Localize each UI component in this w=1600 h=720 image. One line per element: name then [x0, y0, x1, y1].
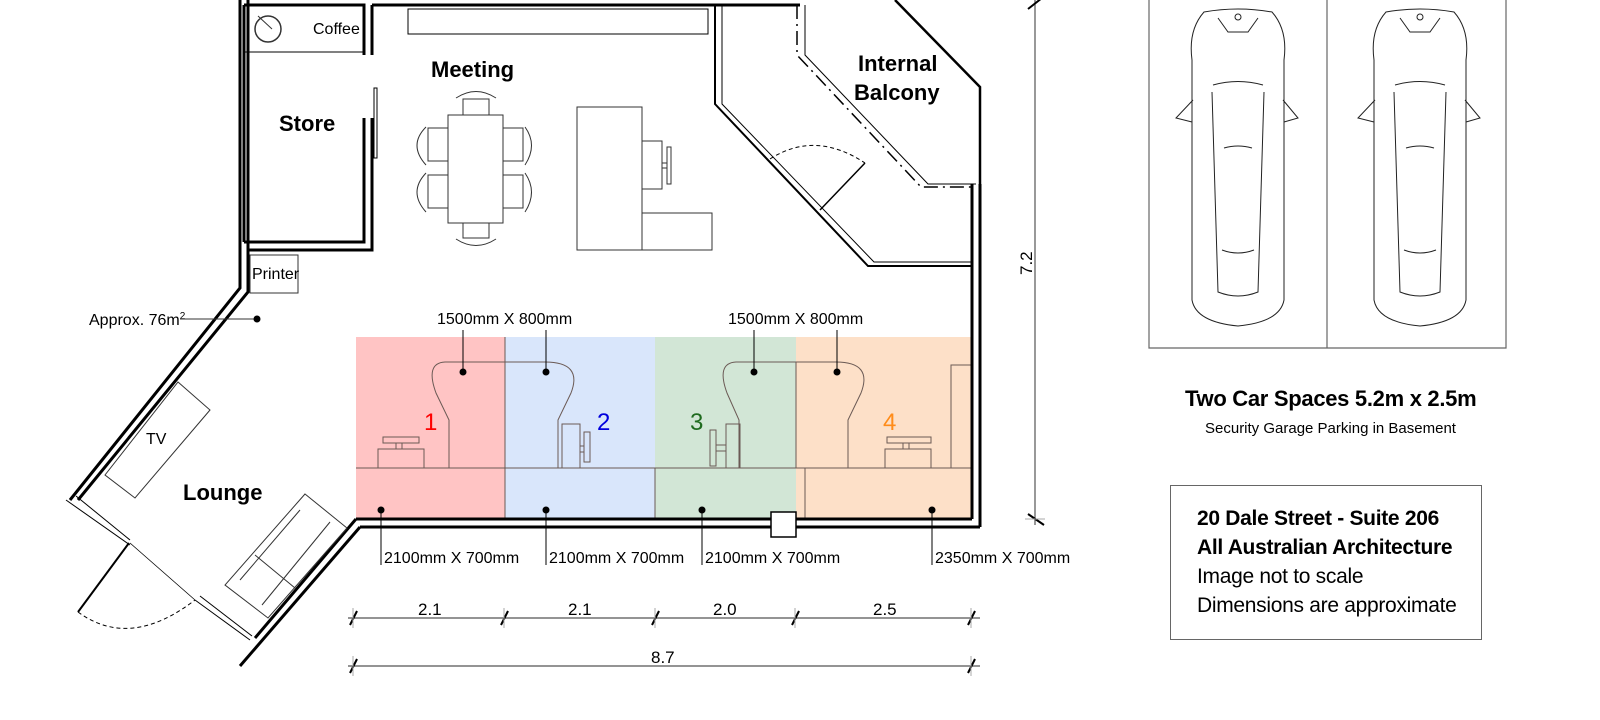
- car-icon-1: [1175, 8, 1299, 327]
- room-label-store: Store: [279, 111, 335, 136]
- info-scale-note: Image not to scale: [1197, 565, 1364, 588]
- info-company: All Australian Architecture: [1197, 536, 1453, 559]
- callout-leaders: [380, 330, 933, 565]
- dimension-total-width: 8.7: [651, 648, 675, 667]
- desk-zone-1[interactable]: [356, 337, 505, 519]
- furniture: [104, 15, 713, 619]
- room-label-coffee: Coffee: [313, 21, 360, 38]
- room-label-balcony-2: Balcony: [854, 80, 940, 105]
- desk-number-3: 3: [690, 409, 703, 436]
- walls: [65, 0, 982, 667]
- printer-box: [249, 254, 299, 294]
- dimension-ticks: [349, 0, 1045, 674]
- desk-zone-4[interactable]: [796, 337, 972, 519]
- sink-icon: [254, 15, 282, 43]
- tv-unit: [104, 381, 211, 499]
- info-address: 20 Dale Street - Suite 206: [1197, 507, 1439, 530]
- desk-furniture: [356, 337, 973, 519]
- sofa: [224, 493, 348, 619]
- desk-size-top-left: 1500mm X 800mm: [437, 311, 572, 328]
- desk-size-bottom-1: 2100mm X 700mm: [384, 550, 519, 567]
- room-label-tv: TV: [146, 431, 167, 448]
- desk-size-bottom-4: 2350mm X 700mm: [935, 550, 1070, 567]
- desk-number-4: 4: [883, 409, 896, 436]
- desk-size-bottom-2: 2100mm X 700mm: [549, 550, 684, 567]
- parking-subtitle: Security Garage Parking in Basement: [1205, 420, 1456, 437]
- parking-title: Two Car Spaces 5.2m x 2.5m: [1185, 386, 1477, 411]
- area-label: Approx. 76m2: [89, 311, 186, 329]
- desk-size-bottom-3: 2100mm X 700mm: [705, 550, 840, 567]
- info-dimensions-note: Dimensions are approximate: [1197, 594, 1457, 617]
- room-label-balcony-1: Internal: [858, 51, 937, 76]
- info-box: 20 Dale Street - Suite 206 All Australia…: [1170, 485, 1482, 640]
- desk-number-1: 1: [424, 409, 437, 436]
- car-icon-2: [1357, 8, 1481, 327]
- dimension-segment-1: 2.1: [418, 600, 442, 619]
- dimension-segment-2: 2.1: [568, 600, 592, 619]
- room-label-lounge: Lounge: [183, 480, 262, 505]
- desk-zones: [356, 337, 972, 519]
- desk-number-2: 2: [597, 409, 610, 436]
- dimension-lines: [348, 0, 1036, 667]
- meeting-table: [447, 114, 504, 224]
- dimension-segment-3: 2.0: [713, 600, 737, 619]
- parking-area: [1148, 0, 1507, 349]
- room-label-printer: Printer: [252, 266, 300, 283]
- desk-size-top-right: 1500mm X 800mm: [728, 311, 863, 328]
- room-label-meeting: Meeting: [431, 57, 514, 82]
- dimension-segment-4: 2.5: [873, 600, 897, 619]
- dimension-height: 7.2: [1017, 251, 1036, 275]
